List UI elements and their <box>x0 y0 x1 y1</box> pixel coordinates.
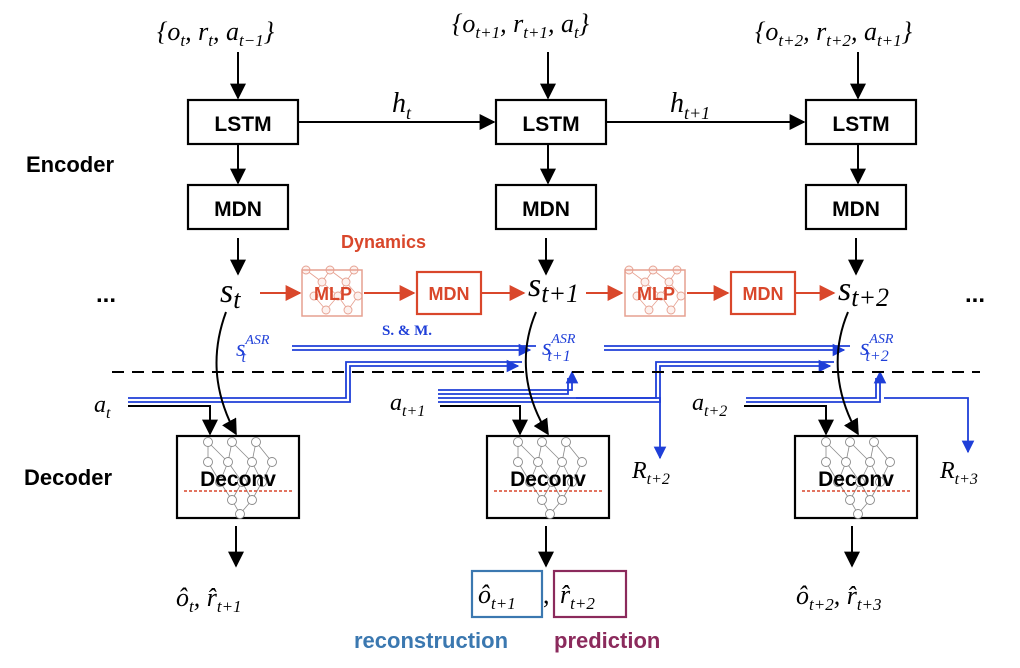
input-tuple: {ot+1, rt+1, at} <box>452 9 590 42</box>
mlp-label: MLP <box>314 284 352 304</box>
action-label: at+1 <box>390 390 425 420</box>
latent-state-label: st <box>220 273 241 314</box>
latent-state-label: st+2 <box>838 271 889 312</box>
action-arrow <box>744 405 834 436</box>
deconv-block: Deconv <box>793 434 919 520</box>
asr-action-feed <box>128 359 522 403</box>
ellipsis-left: ... <box>96 281 116 308</box>
state-decoder-arrow <box>215 311 237 436</box>
reward-label: Rt+2 <box>631 458 670 488</box>
sm-label: S. & M. <box>382 323 432 339</box>
legend-prediction: prediction <box>554 628 660 653</box>
svg-text:ôt+1: ôt+1 <box>478 580 516 613</box>
lstm-label: LSTM <box>214 113 271 136</box>
action-arrow <box>128 405 218 436</box>
action-label: at+2 <box>692 390 727 420</box>
reconstruction-box <box>470 569 544 619</box>
input-tuple: {ot, rt, at−1} <box>157 17 275 50</box>
svg-text:,: , <box>543 580 550 609</box>
mdn-label: MDN <box>743 284 784 304</box>
state-decoder-arrow <box>524 311 549 436</box>
decoder-label: Decoder <box>24 465 112 490</box>
reward-arrow <box>884 397 975 454</box>
input-tuple: {ot+2, rt+2, at+1} <box>755 17 913 50</box>
hidden-state-label: ht <box>392 88 412 123</box>
svg-text:r̂t+2: r̂t+2 <box>560 580 595 613</box>
hidden-state-label: ht+1 <box>670 88 710 123</box>
action-arrow <box>440 405 528 436</box>
mlp-label: MLP <box>637 284 675 304</box>
dynamics-mdn-block: MDN <box>415 270 483 316</box>
dynamics-mdn-block: MDN <box>729 270 797 316</box>
deconv-label: Deconv <box>510 468 586 491</box>
action-label: at <box>94 392 111 422</box>
ellipsis-right: ... <box>965 281 985 308</box>
reward-label: Rt+3 <box>939 458 978 488</box>
output-label: ôt+1 , r̂t+2 <box>470 569 628 619</box>
deconv-block: Deconv <box>175 434 301 520</box>
asr-transition-arrow <box>604 343 850 357</box>
reward-arrow <box>576 397 667 460</box>
asr-action-feed <box>438 359 834 403</box>
svg-text:{ot+1, rt+1, at}: {ot+1, rt+1, at} <box>452 9 590 42</box>
deconv-block: Deconv <box>485 434 611 520</box>
asr-action-feed <box>438 370 579 395</box>
latent-state-label: st+1 <box>528 267 579 308</box>
output-label: ôt+2, r̂t+3 <box>796 581 882 614</box>
deconv-label: Deconv <box>200 468 276 491</box>
mdn-label: MDN <box>522 198 570 221</box>
mdn-label: MDN <box>429 284 470 304</box>
mdn-label: MDN <box>832 198 880 221</box>
asr-action-feed <box>746 370 887 403</box>
lstm-block: LSTM <box>804 98 918 146</box>
state-decoder-arrow <box>836 311 859 436</box>
mdn-block: MDN <box>804 183 908 231</box>
dynamics-mlp-block: MLP <box>624 265 686 317</box>
asr-transition-arrow <box>292 343 536 357</box>
mdn-block: MDN <box>186 183 290 231</box>
svg-text:{ot+2, rt+2, at+1}: {ot+2, rt+2, at+1} <box>755 17 913 50</box>
encoder-label: Encoder <box>26 152 114 177</box>
dynamics-mlp-block: MLP <box>301 265 363 317</box>
svg-text:{ot, rt, at−1}: {ot, rt, at−1} <box>157 17 275 50</box>
dynamics-title: Dynamics <box>341 232 426 252</box>
mdn-label: MDN <box>214 198 262 221</box>
lstm-label: LSTM <box>522 113 579 136</box>
lstm-label: LSTM <box>832 113 889 136</box>
legend-reconstruction: reconstruction <box>354 628 508 653</box>
lstm-block: LSTM <box>494 98 608 146</box>
output-label: ôt, r̂t+1 <box>176 583 242 616</box>
prediction-box <box>552 569 628 619</box>
mdn-block: MDN <box>494 183 598 231</box>
lstm-block: LSTM <box>186 98 300 146</box>
deconv-label: Deconv <box>818 468 894 491</box>
